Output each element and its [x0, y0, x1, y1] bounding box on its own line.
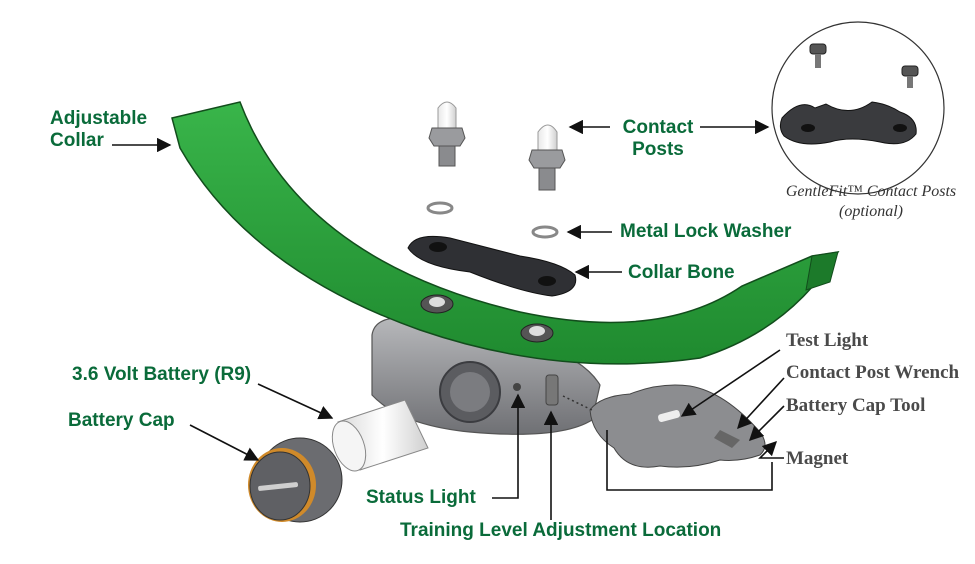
label-status-light: Status Light [366, 487, 476, 508]
contact-post-left [428, 101, 466, 167]
lock-washer-left [426, 201, 454, 215]
label-adjustable-collar-line2: Collar [50, 130, 104, 151]
label-battery: 3.6 Volt Battery (R9) [72, 364, 252, 385]
label-test-light: Test Light [786, 330, 869, 351]
leader-lines [112, 119, 785, 520]
battery-part [331, 399, 429, 472]
label-battery-cap: Battery Cap [68, 410, 175, 431]
label-collar-bone: Collar Bone [628, 262, 735, 283]
label-contact-posts-line1: Contact [622, 117, 694, 138]
status-light-dot [513, 383, 521, 391]
inset-caption-line2: (optional) [839, 203, 903, 220]
training-level-slot [545, 374, 559, 406]
label-contact-post-wrench: Contact Post Wrench [786, 362, 960, 383]
label-battery-cap-tool: Battery Cap Tool [786, 395, 926, 416]
label-contact-posts: Contact Posts [616, 117, 700, 161]
inset-caption-line1: GentleFit™ Contact Posts [785, 183, 957, 200]
lock-washer-right [531, 225, 559, 239]
contact-post-right [528, 124, 566, 191]
gentlefit-inset [771, 21, 945, 195]
adjustable-collar-strap [171, 101, 840, 365]
inset-caption: GentleFit™ Contact Posts (optional) [772, 182, 970, 222]
label-contact-posts-line2: Posts [632, 139, 684, 160]
collar-bone-part [407, 235, 577, 297]
battery-cap-part [248, 437, 343, 523]
multi-tool-part [589, 384, 766, 468]
label-adjustable-collar-line1: Adjustable [50, 108, 148, 129]
label-adjustable-collar: Adjustable Collar [50, 108, 147, 152]
label-training-level: Training Level Adjustment Location [400, 520, 722, 541]
label-magnet: Magnet [786, 448, 849, 469]
label-metal-lock-washer: Metal Lock Washer [620, 221, 792, 242]
